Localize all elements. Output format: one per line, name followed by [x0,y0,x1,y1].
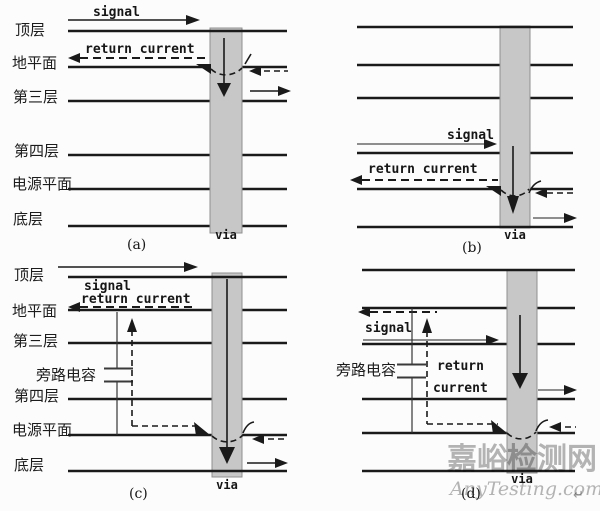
plane-crossing-curve [210,67,243,76]
return-current-arrow [68,302,196,312]
layer-label-top: 顶层 [15,21,46,39]
right-return-arrow [535,188,576,198]
signal-arrow [363,335,499,345]
via-label: via [215,228,237,242]
slash-tick [244,53,252,65]
right-return-arrow [249,66,288,76]
layer-label-3rd: 第三层 [13,88,59,106]
curl-tick [242,421,255,434]
right-return-arrow [252,434,288,444]
via-current-arrow [512,315,528,389]
diagram-c: 顶层 地平面 第三层 第四层 电源平面 底层 旁路电容 signal retur… [0,255,300,510]
plane-crossing-curve [211,434,244,443]
right-return-arrow [549,422,576,432]
layer-label-4th: 第四层 [14,142,60,160]
continuing-signal-arrow [247,458,288,468]
signal-label: signal [84,279,131,294]
diagram-a: 顶层 地平面 第三层 第四层 电源平面 底层 signal return cur… [0,0,300,255]
via-current-arrow [507,146,519,214]
layer-lines-under-via [68,308,287,437]
via-label: via [216,478,238,492]
signal-arrow [357,139,497,149]
layer-label-top: 顶层 [14,266,45,284]
plane-crossing-curve [506,431,537,440]
signal-arrow [58,262,198,272]
layer-lines-under-via [357,63,573,191]
caption: (d) [461,486,481,502]
return-current-label: return current [85,42,195,57]
layer-label-bottom: 底层 [13,210,44,228]
curl-tick [528,180,542,194]
return-current-arrow [350,175,498,185]
diagram-a-graphics [68,15,291,234]
bypass-capacitor-label: 旁路电容 [336,361,397,379]
via-label: via [511,472,533,486]
curl-tick [535,419,549,432]
bypass-capacitor-symbol [104,312,133,435]
continuing-signal-arrow [250,86,291,96]
via-label: via [504,228,526,242]
return-path-dashed [422,318,507,434]
current-entry-wedge [486,186,501,196]
signal-arrow [68,15,200,25]
continuing-signal-arrow [533,213,577,223]
bypass-capacitor-label: 旁路电容 [36,366,97,384]
via-current-arrow [219,279,235,464]
return-current-label: return current [81,292,191,307]
layer-label-bottom: 底层 [14,456,45,474]
layer-label-ground: 地平面 [12,54,58,72]
caption: (c) [129,486,148,502]
caption: (b) [462,240,482,256]
layer-label-power: 电源平面 [12,175,73,193]
caption: (a) [127,237,147,253]
return-current-arrow [68,53,206,63]
return-current-arrow [358,307,437,317]
diagram-c-graphics [58,262,288,478]
plane-crossing-curve [500,188,530,197]
return-label-line2: current [433,381,488,396]
layer-label-3rd: 第三层 [13,332,59,350]
diagram-d-graphics [358,268,577,474]
signal-label: signal [447,128,494,143]
layer-label-4th: 第四层 [14,387,60,405]
bypass-capacitor-symbol [397,308,426,433]
return-current-label: return current [368,162,478,177]
diagram-b: signal return current via (b) [300,0,600,256]
via-barrel [506,269,538,474]
continuing-signal-arrow [538,385,577,395]
layer-lines-under-via [362,306,575,435]
via-current-arrow [217,38,231,97]
layer-label-power: 电源平面 [12,421,73,439]
signal-label: signal [365,321,412,336]
return-path-dashed [127,318,210,436]
diagram-d: signal 旁路电容 return current via (d) [300,255,600,510]
layer-label-ground: 地平面 [12,302,58,320]
return-label-line1: return [437,359,484,374]
current-entry-wedge [196,64,211,74]
signal-label: signal [93,5,140,20]
diagram-b-graphics [350,25,577,229]
via-barrel [209,27,243,234]
layer-lines-under-via [68,65,287,228]
